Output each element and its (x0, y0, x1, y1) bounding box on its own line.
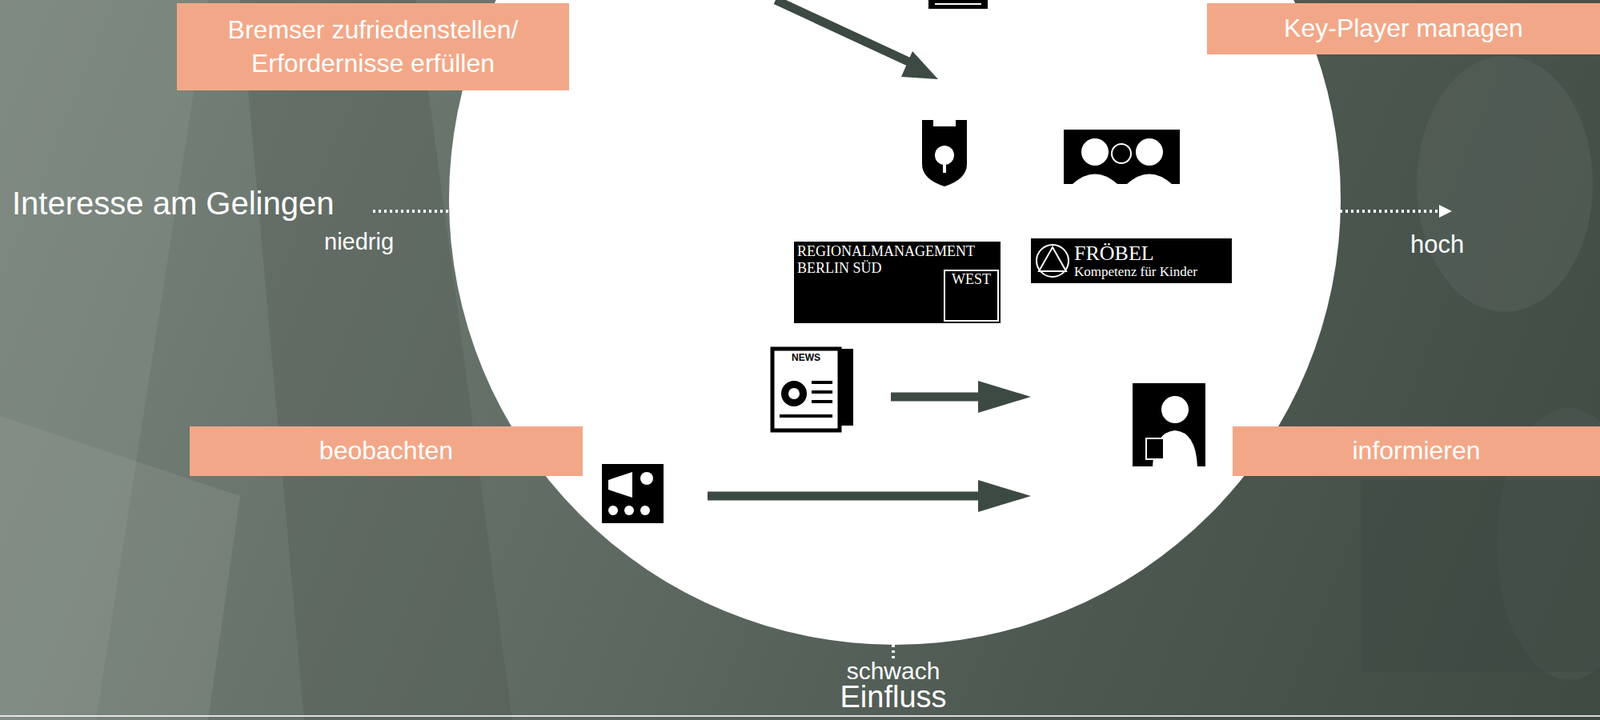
arrowhead (978, 480, 1031, 513)
froebel-emblem (1034, 242, 1071, 280)
axis-label: niedrig (324, 230, 394, 254)
logo-box: FRÖBELKompetenz für Kinder (1030, 238, 1232, 284)
newspaper-icon (788, 388, 800, 400)
logo-text: Kompetenz für Kinder (1074, 264, 1198, 280)
axis-dotted-line (372, 209, 450, 213)
bottom-rule (0, 715, 1600, 718)
logo-text: WEST (943, 269, 999, 322)
partial-icon (934, 3, 982, 5)
newspaper-icon (772, 348, 840, 431)
newspaper-icon (781, 380, 807, 407)
quadrant-label: Bremser zufriedenstellen/ Erfordernisse … (176, 3, 570, 91)
megaphone-icon (601, 464, 664, 524)
arrowhead (978, 380, 1031, 414)
teacher-icon (1132, 383, 1206, 467)
newspaper-icon (838, 348, 854, 426)
newspaper-icon (779, 414, 833, 418)
quadrant-label: beobachten (189, 426, 583, 477)
axis-label: hoch (1410, 232, 1464, 257)
people-icon (1072, 174, 1172, 185)
axis-dotted-line (1339, 209, 1441, 213)
icon-caption: NEWS (789, 352, 823, 363)
people-icon (1135, 138, 1163, 166)
movement-arrow (890, 392, 981, 402)
newspaper-icon (811, 380, 833, 385)
logo-box: REGIONALMANAGEMENT BERLIN SÜDWEST (793, 241, 1001, 324)
movement-arrow (707, 492, 981, 502)
newspaper-icon (811, 400, 833, 404)
megaphone-icon (624, 505, 634, 516)
people-icon (1081, 138, 1109, 166)
pipe-shape (1416, 56, 1593, 313)
texture-facet (1360, 480, 1600, 673)
people-icon (1063, 129, 1180, 185)
quadrant-label: informieren (1232, 426, 1600, 477)
logo-text-group: FRÖBELKompetenz für Kinder (1074, 242, 1198, 279)
quadrant-text: beobachten (319, 434, 454, 469)
quadrant-text: Key-Player managen (1283, 12, 1524, 46)
arrowhead (901, 51, 939, 80)
partial-icon (928, 0, 988, 9)
movement-arrow (775, 0, 921, 68)
newspaper-icon (811, 390, 833, 394)
axis-label: Einfluss (839, 681, 947, 713)
people-icon (1111, 144, 1131, 164)
logo-text: FRÖBEL (1074, 242, 1198, 265)
megaphone-icon (640, 505, 650, 516)
megaphone-icon (608, 505, 618, 516)
axis-dotted-line (891, 645, 895, 662)
shield-icon (922, 120, 967, 187)
quadrant-text: Bremser zufriedenstellen/ Erfordernisse … (188, 13, 558, 81)
megaphone-icon (640, 472, 654, 486)
axis-label: Interesse am Gelingen (12, 187, 334, 220)
teacher-icon (1161, 396, 1189, 424)
axis-arrowhead (1439, 204, 1452, 218)
quadrant-text: informieren (1351, 434, 1480, 469)
axis-label: schwach (846, 659, 941, 684)
megaphone-icon (608, 472, 633, 498)
quadrant-label: Key-Player managen (1207, 3, 1600, 55)
shield-icon (942, 161, 947, 173)
teacher-icon (1146, 438, 1164, 460)
